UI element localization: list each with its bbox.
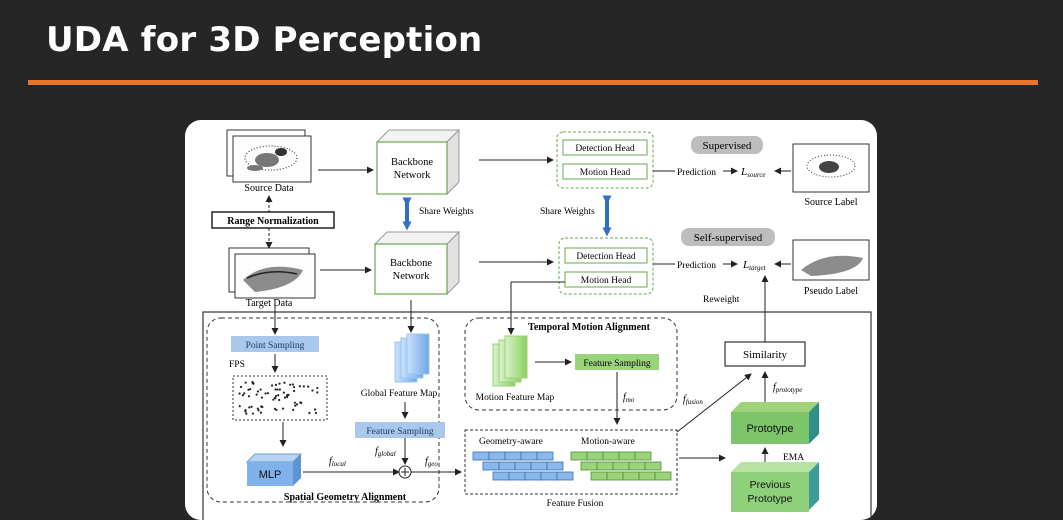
similarity-label: Similarity — [743, 349, 788, 361]
mlp-label: MLP — [259, 469, 282, 481]
feature-fusion-label: Feature Fusion — [547, 499, 604, 509]
motion-head-bottom-box — [564, 271, 648, 288]
range-normalization-label: Range Normalization — [227, 216, 319, 227]
target-data-label: Target Data — [246, 298, 293, 309]
head-group-top — [556, 131, 654, 189]
detection-head-top-box — [562, 139, 648, 156]
source-label-caption: Source Label — [804, 197, 857, 208]
previous-prototype-block — [731, 472, 809, 512]
supervised-badge — [691, 136, 763, 154]
motion-head-bottom: Motion Head — [581, 276, 632, 286]
target-point-cloud — [228, 247, 316, 299]
source-label-image — [792, 143, 870, 193]
temporal-motion-alignment-label: Temporal Motion Alignment — [528, 322, 651, 333]
prototype-block — [731, 412, 809, 444]
self-supervised-label: Self-supervised — [694, 232, 763, 244]
geometry-aware-label: Geometry-aware — [479, 437, 543, 447]
detection-head-bottom: Detection Head — [576, 252, 636, 262]
fps-label: FPS — [229, 360, 245, 370]
f-local-label: flocal — [329, 456, 346, 468]
range-normalization-box — [211, 211, 335, 229]
feature-fusion-box — [464, 429, 678, 495]
slide-title: UDA for 3D Perception — [46, 20, 483, 60]
backbone-network-bottom — [373, 230, 461, 296]
share-weights-right: Share Weights — [540, 207, 595, 217]
detection-head-top: Detection Head — [575, 144, 635, 154]
previous-prototype-label-1: Previous — [750, 479, 791, 491]
f-geo-label: fgeo — [425, 456, 438, 468]
prediction-bottom: Prediction — [677, 261, 716, 271]
f-mo-label: fmo — [623, 392, 635, 404]
motion-head-top: Motion Head — [580, 168, 631, 178]
feature-sampling-left: Feature Sampling — [366, 427, 434, 437]
loss-target: Ltarget — [742, 259, 767, 272]
diagram-card: Source Data Range Normalization Target D… — [185, 120, 877, 520]
title-underline — [28, 80, 1038, 85]
source-data-label: Source Data — [244, 183, 294, 194]
f-prototype-label: fprototype — [773, 382, 802, 394]
self-supervised-badge — [681, 228, 775, 246]
share-weights-left: Share Weights — [419, 207, 474, 217]
global-feature-map-label: Global Feature Map — [361, 389, 438, 399]
pseudo-label-caption: Pseudo Label — [804, 286, 858, 297]
motion-head-top-box — [562, 163, 648, 180]
source-point-cloud — [226, 129, 312, 183]
geometry-aware-features — [472, 451, 574, 481]
prediction-top: Prediction — [677, 168, 716, 178]
motion-feature-map-label: Motion Feature Map — [476, 393, 555, 403]
backbone-top-label-1: Backbone — [391, 157, 433, 168]
spatial-geometry-group — [206, 317, 440, 503]
sampled-points — [232, 375, 328, 421]
temporal-motion-group — [464, 317, 678, 411]
mlp-block — [247, 462, 293, 486]
pseudo-label-image — [792, 239, 870, 281]
feature-sampling-right-box — [575, 354, 659, 370]
feature-sampling-left-box — [355, 422, 445, 438]
feature-sampling-right: Feature Sampling — [583, 359, 651, 369]
reweight-label: Reweight — [703, 295, 740, 305]
global-feature-map — [394, 333, 430, 383]
point-sampling-label: Point Sampling — [246, 341, 305, 351]
f-global-label: fglobal — [375, 446, 396, 458]
alignment-frame — [202, 311, 872, 520]
loss-source: Lsource — [740, 166, 766, 179]
motion-aware-label: Motion-aware — [581, 437, 635, 447]
backbone-network-top — [375, 128, 461, 196]
ema-label: EMA — [783, 453, 804, 463]
detection-head-bottom-box — [564, 247, 648, 264]
supervised-label: Supervised — [703, 140, 752, 152]
backbone-bottom-label-2: Network — [393, 271, 430, 282]
head-group-bottom — [558, 237, 654, 295]
f-fusion-label: ffusion — [683, 394, 703, 406]
motion-aware-features — [570, 451, 672, 481]
previous-prototype-label-2: Prototype — [748, 493, 793, 505]
spatial-geometry-alignment-label: Spatial Geometry Alignment — [284, 492, 407, 503]
prototype-label: Prototype — [746, 423, 793, 435]
uda-architecture-diagram: Source Data Range Normalization Target D… — [202, 128, 872, 520]
backbone-bottom-label-1: Backbone — [390, 258, 432, 269]
point-sampling-box — [231, 336, 319, 352]
backbone-top-label-2: Network — [394, 170, 431, 181]
motion-feature-map — [492, 335, 528, 387]
